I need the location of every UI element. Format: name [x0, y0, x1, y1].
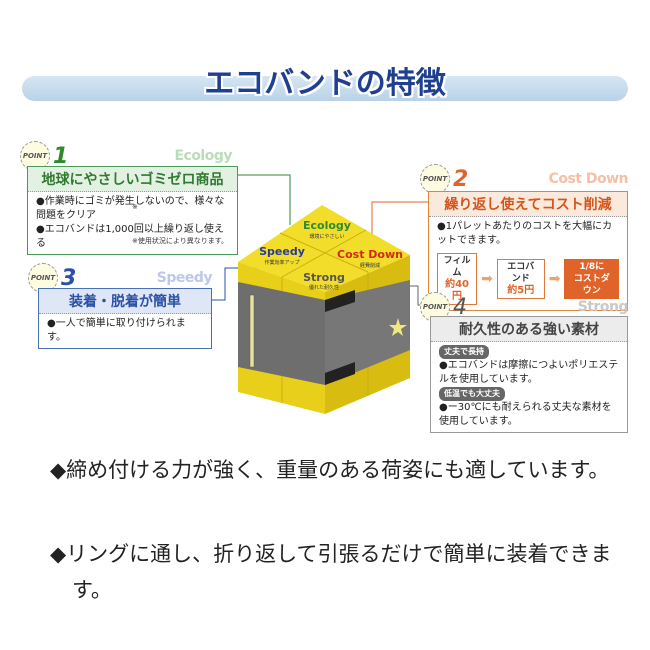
point-number: 3 [61, 265, 77, 291]
point-text: ●エコバンドは摩擦につよいポリエステルを使用しています。 [439, 360, 619, 385]
point-text: ●ー30℃にも耐えられる丈夫な素材を使用しています。 [439, 402, 612, 427]
cube-ecology-sub: 環境にやさしい [309, 233, 344, 240]
arrow-right-icon: ➡ [481, 271, 493, 287]
point-4-box: 耐久性のある強い素材 丈夫で長持 ●エコバンドは摩擦につよいポリエステルを使用し… [430, 316, 628, 433]
cube-strong-sub: 優れた耐久性 [309, 284, 339, 291]
point-english-label: Ecology [174, 148, 232, 164]
point-english-label: Strong [577, 299, 629, 315]
cost-film: フィルム約40円 [437, 253, 478, 305]
point-text: ●エコバンドは1,000回以上繰り返し使える [36, 224, 224, 249]
point-heading: 繰り返し使えてコスト削減 [429, 192, 627, 217]
point-3-header: POINT 3 Speedy [28, 263, 213, 293]
feature-chip: 丈夫で長持 [439, 345, 489, 359]
cube-cost-sub: 経費削減 [360, 262, 380, 269]
arrow-right-icon: ➡ [548, 271, 561, 287]
point-heading: 地球にやさしいゴミゼロ商品 [28, 167, 237, 192]
cube-speedy: Speedy [259, 245, 305, 258]
cube-cost: Cost Down [337, 248, 403, 261]
point-2-header: POINT 2 Cost Down [420, 164, 629, 194]
point-2-box: 繰り返し使えてコスト削減 ●1パレットあたりのコストを大幅にカットできます。 フ… [428, 191, 628, 311]
point-4-header: POINT 4 Strong [420, 292, 629, 322]
title-bar [22, 76, 628, 101]
point-text: ●作業時にゴミが発生しないので、様々な問題をクリア [36, 196, 225, 221]
feature-chip: 低温でも大丈夫 [439, 387, 505, 401]
point-text: ●1パレットあたりのコストを大幅にカットできます。 [437, 221, 613, 246]
page-title: エコバンドの特徴 [204, 66, 446, 101]
point-english-label: Speedy [156, 270, 213, 286]
band-right [325, 280, 410, 385]
band-left [238, 282, 325, 385]
cube-speedy-sub: 作業効率アップ [264, 259, 299, 266]
ecoband-cube-illustration: Ecology 環境にやさしい Speedy 作業効率アップ Cost Down… [238, 205, 410, 414]
cube-strong: Strong [303, 271, 345, 284]
cube-top [238, 205, 410, 292]
cost-result: 1/8にコストダウン [564, 259, 620, 299]
point-heading: 耐久性のある強い素材 [431, 317, 627, 342]
feature-text-2: ◆リングに通し、折り返して引張るだけで簡単に装着できます。 [50, 542, 612, 602]
cost-ecoband: エコバンド約5円 [496, 259, 545, 299]
cube-ecology: Ecology [303, 219, 351, 232]
point-english-label: Cost Down [548, 171, 629, 187]
point-badge: POINT [420, 164, 450, 194]
point-1-box: 地球にやさしいゴミゼロ商品 ●作業時にゴミが発生しないので、様々な問題をクリア ●… [27, 166, 238, 255]
point-heading: 装着・脱着が簡単 [39, 289, 211, 314]
ring [249, 294, 255, 368]
star-icon [389, 318, 407, 336]
point-3-box: 装着・脱着が簡単 ●一人で簡単に取り付けられます。 [38, 288, 212, 349]
footnote-mark: ※ [132, 203, 138, 211]
feature-text-1: ◆締め付ける力が強く、重量のある荷姿にも適しています。 [50, 458, 610, 482]
point-number: 1 [53, 143, 69, 169]
point-number: 4 [453, 294, 467, 320]
point-text: ●一人で簡単に取り付けられます。 [47, 318, 186, 343]
cost-flow: フィルム約40円 ➡ エコバンド約5円 ➡ 1/8にコストダウン [429, 251, 627, 310]
point-number: 2 [453, 166, 469, 192]
footnote: ※使用状況により異なります。 [132, 237, 229, 245]
